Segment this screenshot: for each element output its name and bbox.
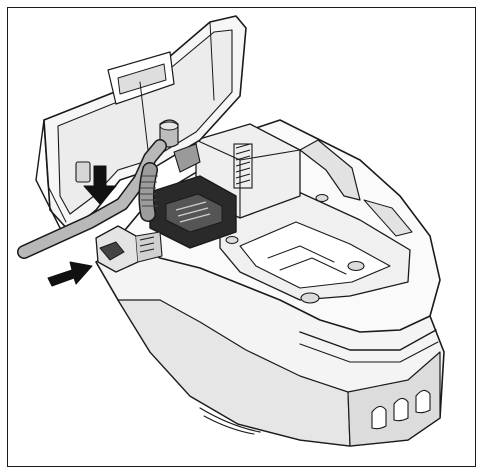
rear-vents: [371, 389, 431, 430]
cable-clip: [95, 225, 163, 273]
mower-body: [95, 119, 445, 447]
battery-springs: [233, 143, 253, 189]
power-cable: [17, 139, 167, 259]
control-module: [149, 119, 237, 249]
right-arrow: [47, 261, 93, 287]
down-arrow: [83, 165, 117, 205]
